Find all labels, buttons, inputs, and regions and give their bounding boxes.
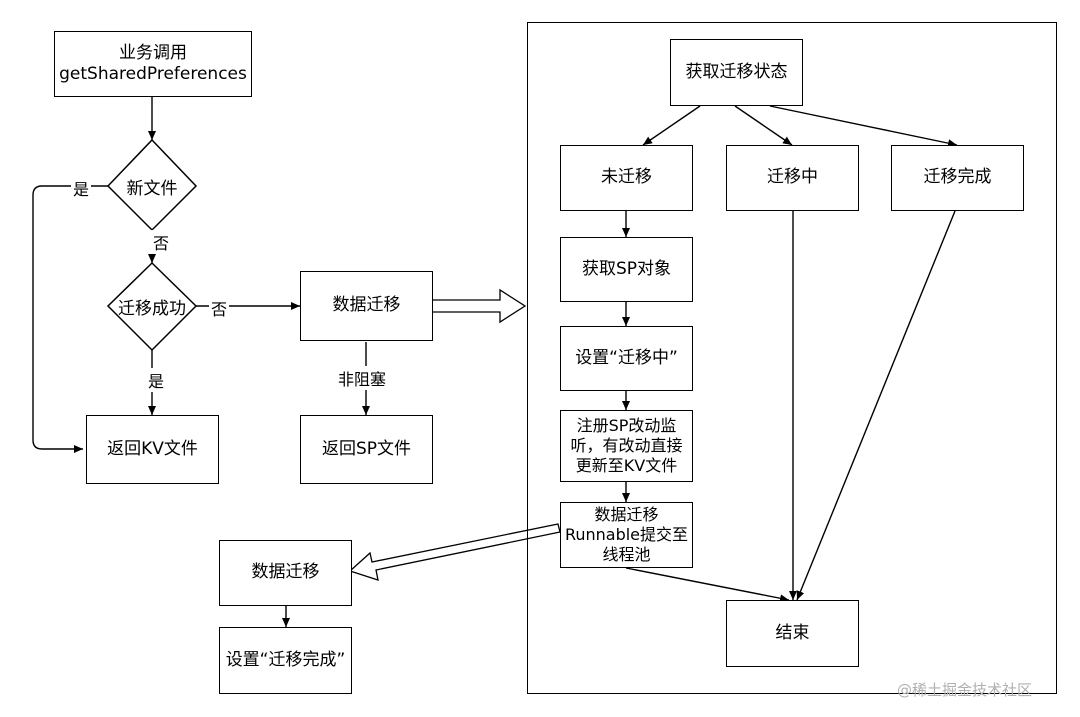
migrated-node: 迁移完成 bbox=[891, 145, 1024, 211]
start-node: 业务调用 getSharedPreferences bbox=[54, 31, 252, 97]
edge-label-no-new: 否 bbox=[151, 230, 172, 254]
get-sp-node: 获取SP对象 bbox=[560, 237, 693, 302]
edge-label-yes-success: 是 bbox=[146, 368, 167, 392]
watermark: @稀土掘金技术社区 bbox=[897, 681, 1033, 699]
edge-label-non-blocking: 非阻塞 bbox=[336, 366, 389, 390]
set-migrating-node: 设置“迁移中” bbox=[560, 326, 693, 391]
end-node: 结束 bbox=[726, 600, 859, 667]
edge-label-no-success: 否 bbox=[209, 296, 230, 320]
new-file-label: 新文件 bbox=[126, 178, 178, 199]
return-kv-node: 返回KV文件 bbox=[86, 415, 219, 484]
return-sp-node: 返回SP文件 bbox=[300, 415, 433, 484]
right-flow-edges bbox=[282, 105, 958, 627]
get-state-node: 获取迁移状态 bbox=[670, 39, 803, 106]
edge-label-yes-new: 是 bbox=[71, 176, 92, 200]
submit-runnable-node: 数据迁移 Runnable提交至 线程池 bbox=[560, 502, 693, 568]
migration-detail-container bbox=[527, 22, 1057, 694]
register-listener-node: 注册SP改动监 听，有改动直接 更新至KV文件 bbox=[560, 410, 693, 482]
migrating-node: 迁移中 bbox=[726, 145, 859, 211]
hollow-arrow-to-detail bbox=[431, 288, 527, 324]
background-migrate-node: 数据迁移 bbox=[219, 540, 352, 606]
data-migrate-node: 数据迁移 bbox=[300, 271, 433, 341]
not-migrated-node: 未迁移 bbox=[560, 145, 693, 211]
migrate-success-label: 迁移成功 bbox=[118, 298, 186, 319]
set-done-node: 设置“迁移完成” bbox=[219, 627, 352, 694]
